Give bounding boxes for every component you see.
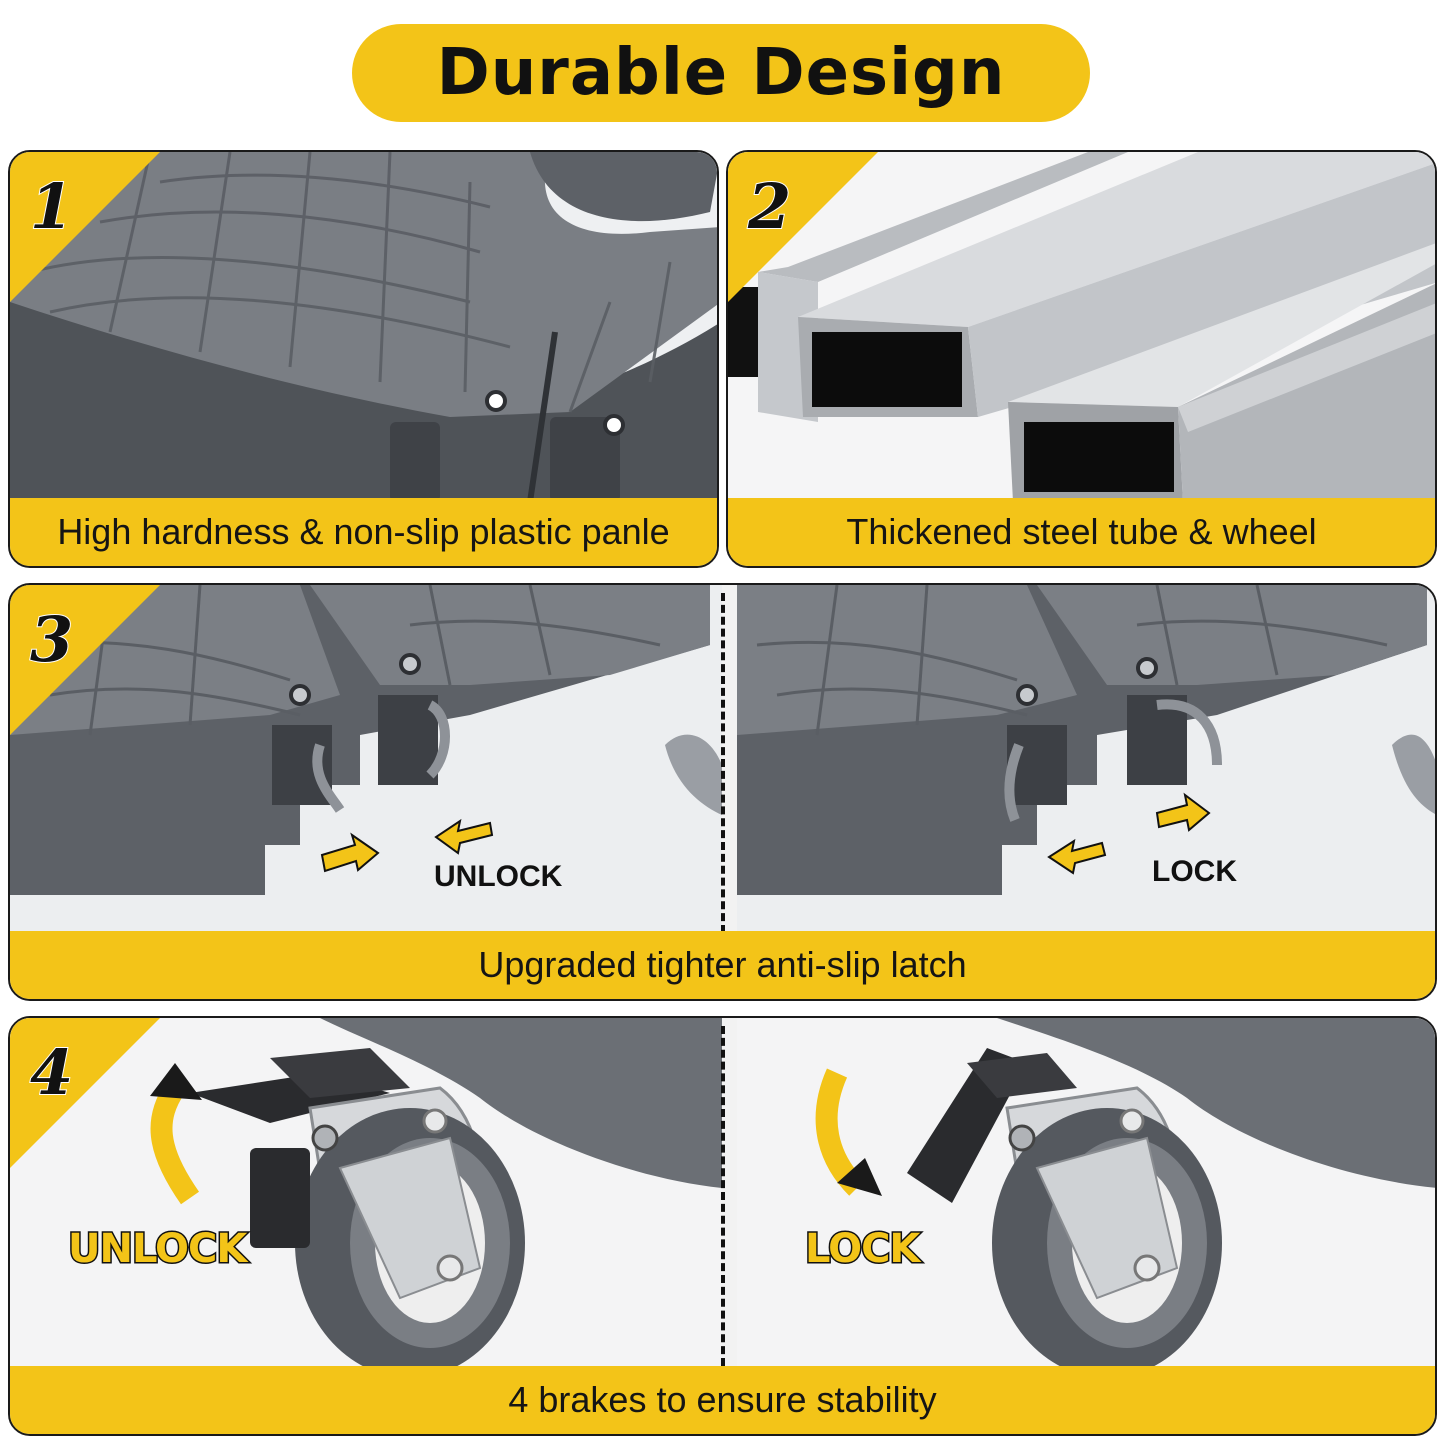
panel-caption: 4 brakes to ensure stability bbox=[10, 1366, 1435, 1434]
dashed-divider bbox=[721, 593, 725, 933]
corner-accent bbox=[10, 1018, 160, 1168]
page-title: Durable Design bbox=[436, 36, 1006, 110]
panel-brakes: UNLOCK LOCK 4 4 brakes to ensure stabili… bbox=[8, 1016, 1437, 1436]
title-banner: Durable Design bbox=[352, 24, 1090, 122]
caster-unlock-illustration bbox=[10, 1018, 722, 1370]
plastic-panel-illustration bbox=[10, 152, 717, 502]
panel-steel: 2 Thickened steel tube & wheel bbox=[726, 150, 1437, 568]
unlock-label: UNLOCK bbox=[66, 1225, 248, 1274]
corner-accent bbox=[10, 152, 160, 302]
caster-lock-illustration bbox=[737, 1018, 1435, 1370]
panel-plastic: 1 High hardness & non-slip plastic panle bbox=[8, 150, 719, 568]
latch-lock-illustration bbox=[737, 585, 1435, 935]
lock-label: LOCK bbox=[803, 1225, 921, 1274]
panel-latch: UNLOCK LOCK 3 Upgraded tighter anti-slip… bbox=[8, 583, 1437, 1001]
panel-caption: High hardness & non-slip plastic panle bbox=[10, 498, 717, 566]
corner-accent bbox=[728, 152, 878, 302]
panel-number: 3 bbox=[29, 602, 74, 677]
panel-caption: Thickened steel tube & wheel bbox=[728, 498, 1435, 566]
lock-label: LOCK bbox=[1152, 855, 1237, 888]
panel-number: 2 bbox=[747, 169, 792, 244]
panel-number: 4 bbox=[29, 1035, 74, 1110]
latch-unlock-illustration bbox=[10, 585, 722, 935]
panel-caption: Upgraded tighter anti-slip latch bbox=[10, 931, 1435, 999]
unlock-label: UNLOCK bbox=[434, 860, 563, 893]
corner-accent bbox=[10, 585, 160, 735]
panel-number: 1 bbox=[29, 169, 74, 244]
dashed-divider bbox=[721, 1026, 725, 1366]
